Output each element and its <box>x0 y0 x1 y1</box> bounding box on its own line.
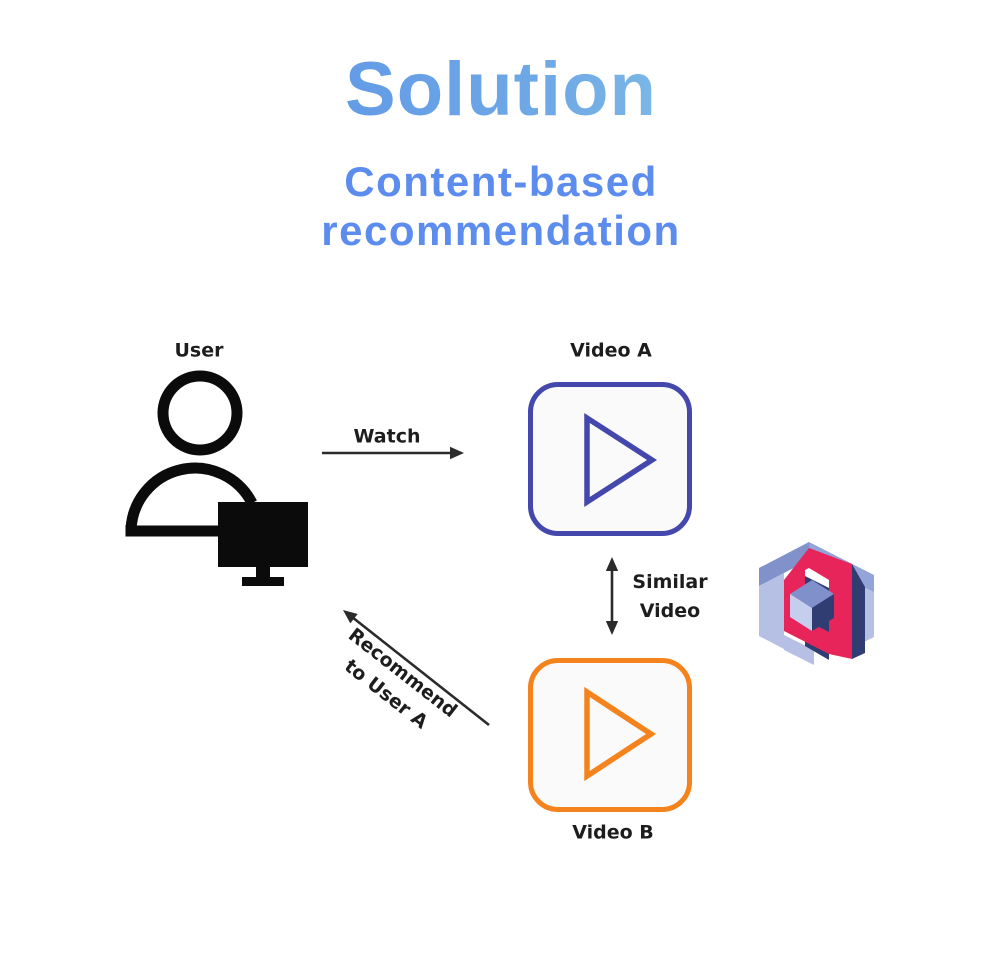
subtitle-line-1: Content-based <box>344 158 658 205</box>
monitor-screen <box>218 502 308 567</box>
logo-left-face <box>759 573 784 649</box>
isometric-q-cube-logo <box>759 542 874 665</box>
logo-q-tail-side <box>852 564 865 659</box>
similar-label-line-2: Video <box>639 600 701 622</box>
logo-right-back-face <box>864 580 874 642</box>
watch-edge-label: Watch <box>353 425 421 448</box>
user-head <box>157 370 243 456</box>
similar-label-line-1: Similar <box>632 571 708 593</box>
similar-video-double-arrow <box>605 557 619 635</box>
video-a-node <box>528 382 692 536</box>
logo-bottom-band <box>784 635 814 665</box>
similar-video-edge-label: Similar Video <box>632 568 707 626</box>
page-subtitle: Content-based recommendation <box>0 157 1002 255</box>
logo-cube-right <box>812 594 834 631</box>
play-icon <box>584 686 657 782</box>
monitor-neck <box>256 567 270 578</box>
video-a-node-label: Video A <box>570 339 652 362</box>
user-shoulders <box>125 462 257 532</box>
play-icon <box>584 412 658 508</box>
recommend-edge-label: Recommend to User A <box>326 622 463 745</box>
logo-left-roof <box>759 542 809 586</box>
page-title: Solution <box>0 50 1002 130</box>
logo-q-front <box>784 548 852 659</box>
monitor-base <box>242 577 284 586</box>
subtitle-line-2: recommendation <box>321 207 681 254</box>
user-shoulders-base <box>125 525 220 537</box>
video-b-node <box>528 658 692 812</box>
logo-cube-left <box>790 594 812 631</box>
user-with-monitor-icon <box>125 370 308 586</box>
user-node-label: User <box>174 339 224 362</box>
video-b-node-label: Video B <box>572 821 654 844</box>
